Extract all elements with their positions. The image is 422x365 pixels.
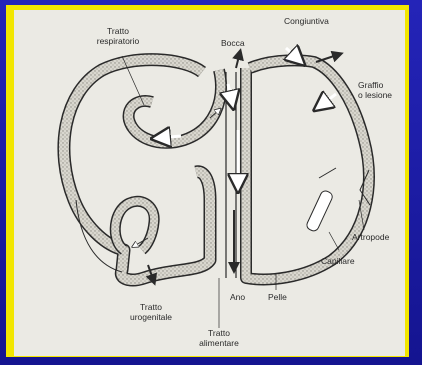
label-respiratory-2: respiratorio	[97, 36, 140, 46]
label-mouth: Bocca	[221, 38, 245, 48]
label-urogenital-2: urogenitale	[130, 312, 172, 322]
label-conjunctiva: Congiuntiva	[284, 16, 329, 26]
label-arthropod: Artropode	[352, 232, 390, 242]
entry-arrows	[134, 48, 340, 282]
label-capillary: Capillare	[321, 256, 355, 266]
diagram-panel: Tratto respiratorio Bocca Congiuntiva Gr…	[14, 10, 405, 356]
label-alimentary-2: alimentare	[199, 338, 239, 348]
label-respiratory-1: Tratto	[107, 26, 129, 36]
label-urogenital-1: Tratto	[140, 302, 162, 312]
label-alimentary-1: Tratto	[208, 328, 230, 338]
label-skin: Pelle	[268, 292, 287, 302]
label-anus: Ano	[230, 292, 245, 302]
respiratory-urogenital-tract	[64, 60, 221, 280]
skin-body-outline	[246, 60, 369, 279]
body-entry-sites-diagram: Tratto respiratorio Bocca Congiuntiva Gr…	[14, 10, 405, 356]
label-scratch-2: o lesione	[358, 90, 392, 100]
label-scratch-1: Graffio	[358, 80, 384, 90]
